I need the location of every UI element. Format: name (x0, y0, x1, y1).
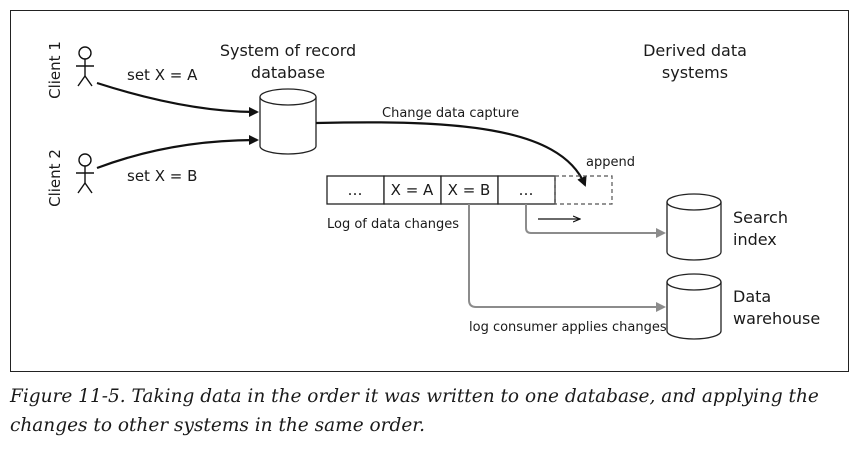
cdc-label: Change data capture (382, 106, 519, 121)
search-index-database-icon (666, 193, 722, 261)
client-2-stick-figure-icon (76, 153, 94, 194)
data-warehouse-database-icon (666, 273, 722, 340)
client-2-write-arrow (96, 135, 259, 170)
cdc-arrow (315, 121, 587, 187)
search-index-label-line1: Search (733, 208, 788, 227)
consumer-arrow-search (525, 204, 666, 238)
client-1-action: set X = A (127, 66, 198, 84)
client-1-stick-figure-icon (76, 46, 94, 87)
log-cell-1: … (348, 181, 363, 199)
system-of-record-title-line2: database (251, 63, 325, 82)
search-index-label-line2: index (733, 230, 777, 249)
log-label: Log of data changes (327, 217, 459, 232)
client-2-label: Client 2 (46, 149, 64, 207)
client-1-write-arrow (96, 81, 259, 117)
derived-title-line1: Derived data (643, 41, 747, 60)
consumer-label: log consumer applies changes (469, 320, 667, 335)
figure-caption: Figure 11-5. Taking data in the order it… (10, 386, 819, 436)
append-label: append (586, 155, 635, 170)
system-of-record-title-line1: System of record (220, 41, 356, 60)
log-cell-3: X = B (448, 181, 491, 199)
consumer-arrow-warehouse (468, 204, 666, 312)
client-2-action: set X = B (127, 167, 197, 185)
data-warehouse-label-line2: warehouse (733, 309, 820, 328)
log-cell-4: … (519, 181, 534, 199)
client-1-label: Client 1 (46, 41, 64, 99)
log-cell-2: X = A (391, 181, 434, 199)
derived-title-line2: systems (662, 63, 728, 82)
system-of-record-database-icon (259, 88, 317, 155)
log-append-slot (554, 175, 613, 205)
data-warehouse-label-line1: Data (733, 287, 771, 306)
